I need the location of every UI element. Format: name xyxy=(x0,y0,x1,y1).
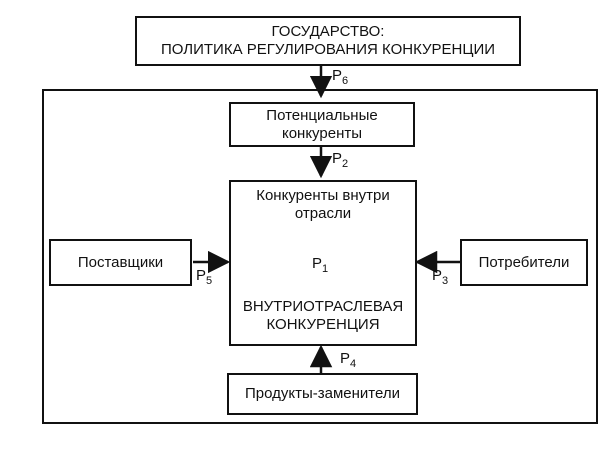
label-p3: P3 xyxy=(432,267,449,287)
center-bottom-line1: ВНУТРИОТРАСЛЕВАЯ xyxy=(242,298,404,315)
center-top-line2: отрасли xyxy=(294,205,352,222)
label-p4: P4 xyxy=(340,350,357,370)
substitutes-box: Продукты-заменители xyxy=(227,373,418,415)
suppliers-label: Поставщики xyxy=(77,253,164,271)
substitutes-label: Продукты-заменители xyxy=(245,385,400,402)
industry-competitors-box: Конкуренты внутри отрасли ВНУТРИОТРАСЛЕВ… xyxy=(229,180,417,346)
suppliers-box: Поставщики xyxy=(49,239,192,286)
state-line2: ПОЛИТИКА РЕГУЛИРОВАНИЯ КОНКУРЕНЦИИ xyxy=(160,41,496,58)
potential-line1: Потенциальные xyxy=(266,106,378,124)
state-box: ГОСУДАРСТВО: ПОЛИТИКА РЕГУЛИРОВАНИЯ КОНК… xyxy=(135,16,521,66)
state-line1: ГОСУДАРСТВО: xyxy=(271,23,385,40)
center-bottom-line2: КОНКУРЕНЦИЯ xyxy=(266,316,380,333)
label-p5: P5 xyxy=(196,267,213,287)
label-p2: P2 xyxy=(332,150,349,170)
center-top-line1: Конкуренты внутри xyxy=(256,187,390,204)
label-p6: P6 xyxy=(332,67,349,87)
label-p1: P1 xyxy=(312,255,329,275)
consumers-box: Потребители xyxy=(460,239,588,286)
potential-line2: конкуренты xyxy=(281,124,363,142)
consumers-label: Потребители xyxy=(478,253,570,271)
potential-competitors-box: Потенциальные конкуренты xyxy=(229,102,415,147)
